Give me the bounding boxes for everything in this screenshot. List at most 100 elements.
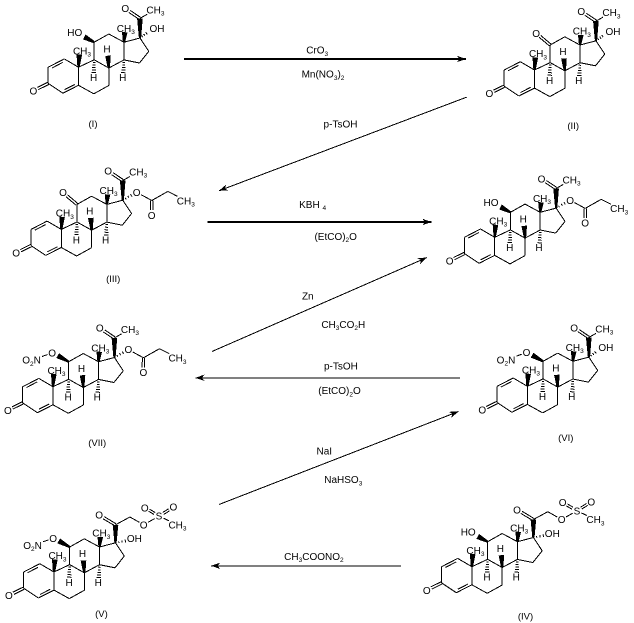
svg-text:O: O: [12, 249, 20, 260]
svg-text:CH3: CH3: [510, 523, 528, 535]
svg-text:O: O: [141, 503, 149, 514]
svg-text:H: H: [78, 364, 85, 375]
svg-text:O: O: [140, 520, 148, 531]
svg-text:O: O: [59, 188, 67, 199]
svg-text:(VII): (VII): [88, 438, 106, 449]
svg-text:H: H: [539, 392, 546, 403]
svg-text:CH3: CH3: [168, 354, 186, 366]
svg-text:(VI): (VI): [558, 433, 573, 444]
svg-text:O: O: [538, 174, 546, 185]
svg-text:H: H: [559, 47, 566, 58]
svg-text:CH3: CH3: [92, 529, 110, 541]
svg-text:Mn(NO3)2: Mn(NO3)2: [302, 70, 345, 82]
svg-text:CrO3: CrO3: [306, 46, 328, 58]
svg-text:(EtCO)2O: (EtCO)2O: [314, 232, 357, 244]
svg-text:HO: HO: [67, 28, 82, 39]
svg-text:CH3: CH3: [168, 520, 186, 532]
svg-text:H: H: [483, 573, 490, 584]
svg-text:O: O: [4, 406, 12, 417]
svg-text:O: O: [5, 591, 13, 602]
svg-text:H: H: [86, 207, 93, 218]
svg-text:O: O: [48, 349, 56, 360]
svg-text:O2N: O2N: [22, 356, 41, 368]
svg-text:(I): (I): [89, 119, 98, 130]
svg-text:H: H: [119, 73, 126, 84]
svg-text:CH3: CH3: [47, 366, 65, 378]
svg-text:O: O: [121, 4, 129, 15]
svg-text:OH: OH: [606, 27, 621, 38]
svg-text:(V): (V): [95, 609, 108, 620]
svg-text:S: S: [574, 506, 581, 517]
svg-text:H: H: [79, 549, 86, 560]
svg-text:CH3: CH3: [602, 8, 620, 20]
svg-text:H: H: [103, 44, 110, 55]
svg-text:HO: HO: [461, 528, 476, 539]
svg-text:O: O: [125, 345, 133, 356]
svg-text:O: O: [148, 211, 156, 222]
svg-text:CH3: CH3: [489, 217, 507, 229]
svg-text:O: O: [104, 166, 112, 177]
svg-text:O: O: [566, 196, 574, 207]
svg-text:Zn: Zn: [302, 292, 314, 303]
svg-text:O: O: [559, 498, 567, 509]
svg-text:H: H: [546, 76, 553, 87]
svg-text:(III): (III): [106, 274, 120, 285]
svg-text:H: H: [65, 578, 72, 589]
svg-text:p-TsOH: p-TsOH: [324, 119, 358, 130]
svg-text:O: O: [170, 503, 178, 514]
svg-text:O: O: [140, 368, 148, 379]
svg-text:CH3: CH3: [100, 186, 118, 198]
svg-text:(IV): (IV): [518, 612, 533, 623]
svg-text:H: H: [568, 392, 575, 403]
svg-text:O2N: O2N: [23, 541, 42, 553]
svg-text:O: O: [95, 511, 103, 522]
svg-text:O: O: [96, 324, 104, 335]
svg-text:CH3: CH3: [533, 194, 551, 206]
svg-text:CH3CO2H: CH3CO2H: [321, 320, 365, 332]
svg-text:H: H: [73, 235, 80, 246]
svg-text:CH3: CH3: [566, 343, 584, 355]
svg-text:CH3: CH3: [586, 515, 604, 527]
svg-text:O: O: [558, 515, 566, 526]
svg-text:O: O: [513, 505, 521, 516]
svg-text:CH3: CH3: [121, 325, 139, 337]
svg-text:CH3: CH3: [146, 5, 164, 17]
svg-text:(EtCO)2O: (EtCO)2O: [318, 386, 361, 398]
svg-text:CH3: CH3: [129, 168, 147, 180]
svg-text:O: O: [570, 323, 578, 334]
svg-text:H: H: [506, 243, 513, 254]
svg-text:NaHSO3: NaHSO3: [324, 475, 362, 487]
svg-text:O: O: [133, 188, 141, 199]
svg-text:O: O: [587, 497, 595, 508]
svg-text:CH3: CH3: [595, 324, 613, 336]
svg-text:CH3: CH3: [563, 175, 581, 187]
svg-text:OH: OH: [598, 343, 613, 354]
svg-text:KBH 4: KBH 4: [299, 200, 326, 212]
svg-text:CH3: CH3: [573, 27, 591, 39]
svg-text:p-TsOH: p-TsOH: [324, 362, 358, 373]
svg-text:O: O: [446, 256, 454, 267]
svg-text:O: O: [423, 586, 431, 597]
svg-text:NaI: NaI: [317, 447, 333, 458]
svg-text:OH: OH: [545, 529, 560, 540]
svg-text:CH3: CH3: [56, 209, 74, 221]
svg-text:CH3COONO2: CH3COONO2: [284, 552, 344, 564]
svg-text:CH3: CH3: [73, 46, 91, 58]
svg-text:O: O: [49, 534, 57, 545]
svg-text:O: O: [478, 405, 486, 416]
svg-text:CH3: CH3: [466, 546, 484, 558]
svg-text:O: O: [577, 7, 585, 18]
svg-text:O: O: [523, 348, 531, 359]
svg-text:H: H: [90, 73, 97, 84]
svg-text:H: H: [520, 215, 527, 226]
svg-text:S: S: [156, 512, 163, 523]
svg-text:H: H: [513, 573, 520, 584]
svg-text:CH3: CH3: [177, 196, 195, 208]
svg-text:H: H: [95, 578, 102, 589]
svg-text:(II): (II): [567, 121, 579, 132]
svg-text:H: H: [535, 243, 542, 254]
svg-text:CH3: CH3: [91, 343, 109, 355]
svg-text:O2N: O2N: [497, 355, 516, 367]
svg-text:H: H: [552, 364, 559, 375]
svg-text:O: O: [486, 89, 494, 100]
